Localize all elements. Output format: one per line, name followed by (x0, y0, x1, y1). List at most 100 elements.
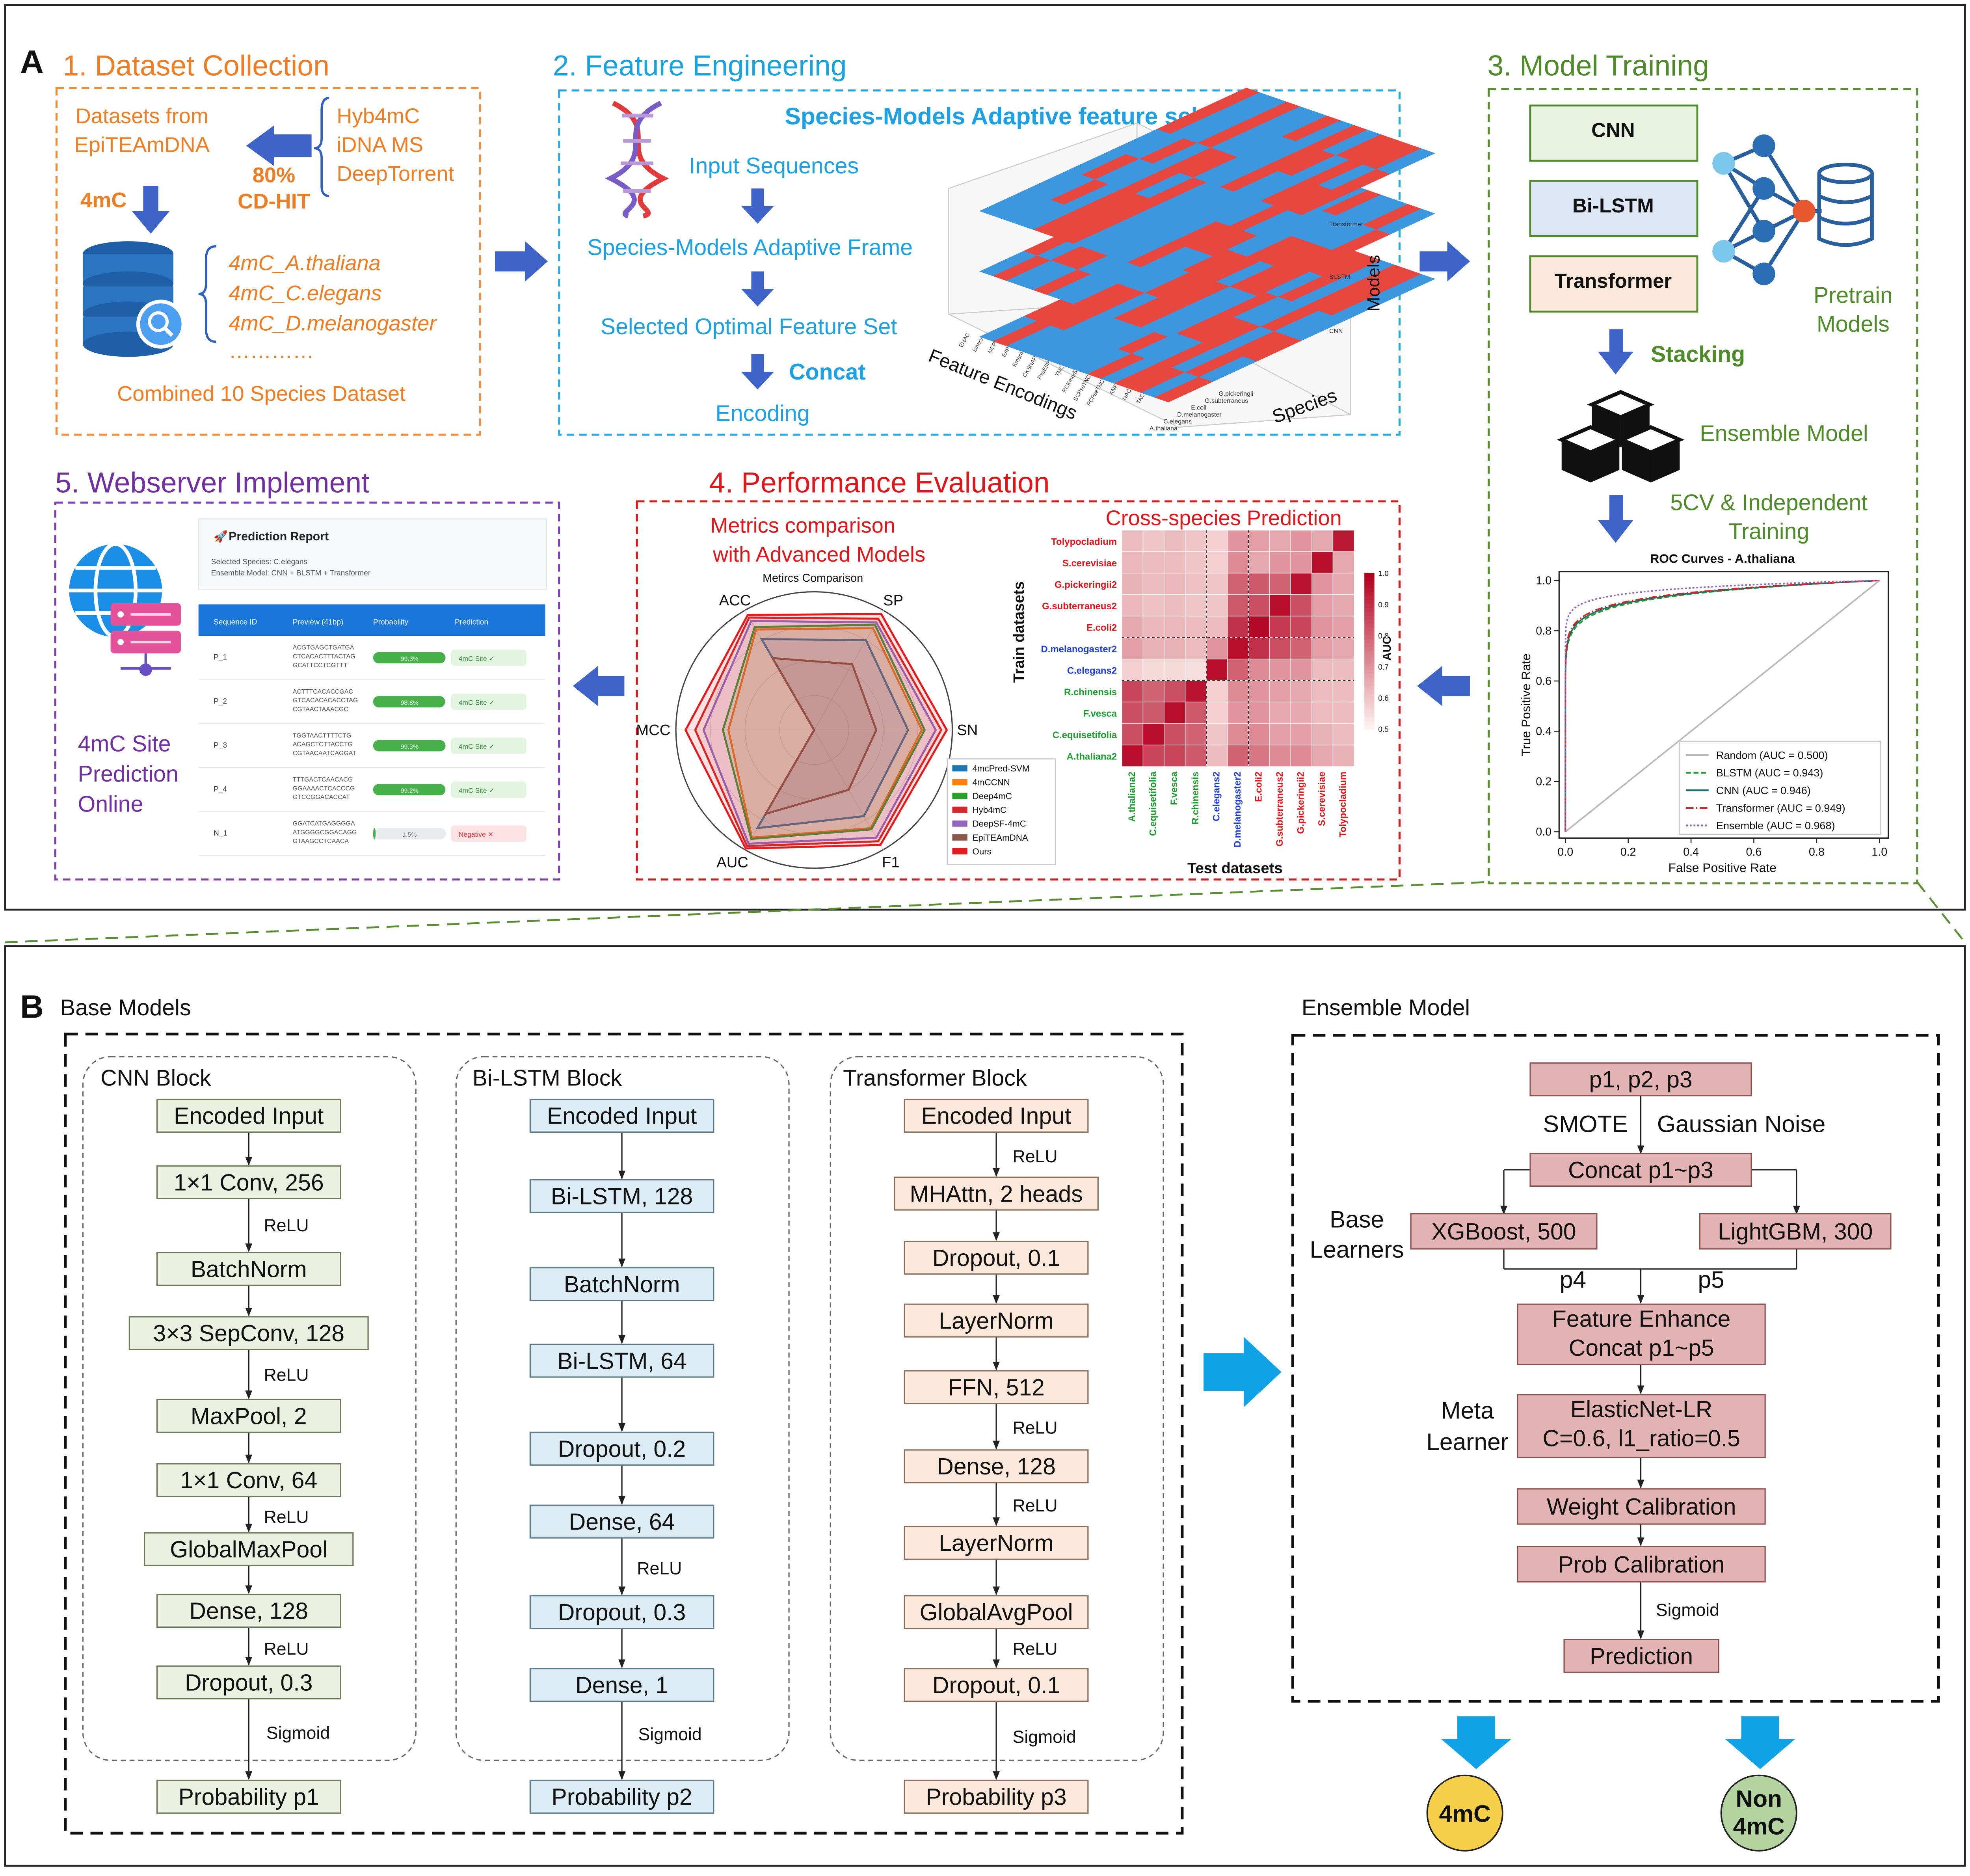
colorbar-tick: 0.9 (1378, 601, 1389, 609)
heat-ylabel: Train datasets (1010, 581, 1027, 683)
rocket-icon: 🚀 (214, 530, 228, 543)
cv-1: 5CV & Independent (1670, 490, 1868, 515)
meta-learner-1: Meta (1441, 1397, 1494, 1424)
heat-cell (1269, 702, 1291, 724)
radar-axis-label: F1 (882, 854, 900, 871)
radar-legend-swatch (952, 793, 967, 799)
ensemble-node (1517, 1394, 1766, 1458)
merge-arrow (246, 125, 312, 166)
colorbar-segment (1364, 659, 1375, 663)
aug-smote: SMOTE (1543, 1110, 1628, 1137)
radar-axis-label: SP (883, 592, 903, 609)
training-transformer-label: Transformer (1555, 270, 1672, 292)
heat-cell (1185, 744, 1207, 767)
heat-cell (1332, 594, 1354, 617)
heat-cell (1122, 702, 1144, 724)
heat-col-label: D.melanogaster2 (1232, 772, 1243, 848)
cv-2: Training (1728, 519, 1809, 544)
flow-node-label: GlobalAvgPool (920, 1600, 1073, 1625)
webserver-title: 5. Webserver Implement (55, 467, 369, 499)
heat-cell (1332, 680, 1354, 703)
ensemble-box (1291, 1034, 1940, 1703)
species-tick: E.coli (1191, 404, 1206, 411)
radar-legend-swatch (952, 834, 967, 841)
pred-badge (451, 737, 526, 754)
flow-node (904, 1449, 1089, 1483)
heat-cell (1269, 616, 1291, 638)
arrow-to-non4mc (1725, 1716, 1795, 1769)
database-icon (83, 241, 186, 357)
heat-row-label: S.cerevisiae (1062, 558, 1117, 569)
row-sequence: GGAAAACTCACCCG (293, 785, 355, 792)
heat-cell (1269, 723, 1291, 746)
roc-x-tick: 1.0 (1871, 846, 1887, 858)
heat-cell (1164, 530, 1186, 552)
dataset-title: 1. Dataset Collection (63, 49, 329, 82)
output-4mc-label: 4mC (1439, 1800, 1491, 1827)
roc-y-tick: 1.0 (1536, 574, 1551, 587)
prob-text: 99.2% (401, 788, 419, 795)
colorbar-segment (1364, 577, 1375, 582)
colorbar-segment (1364, 686, 1375, 690)
radar-legend-label: Deep4mC (973, 791, 1012, 801)
flow-node (156, 1165, 341, 1199)
colorbar-segment (1364, 584, 1375, 589)
flow-node-label: Probability p2 (551, 1785, 692, 1810)
colorbar-segment (1364, 573, 1375, 578)
heat-cell (1122, 723, 1144, 746)
flow-node (144, 1532, 354, 1566)
feature-arrow-3 (741, 354, 774, 390)
pretrain-2: Models (1817, 312, 1890, 337)
heat-cell (1227, 594, 1249, 617)
heat-cell (1248, 616, 1270, 638)
row-sequence: GTCACACACACCTAG (293, 697, 358, 704)
heat-cell (1332, 744, 1354, 767)
heat-cell (1332, 723, 1354, 746)
colorbar-segment (1364, 701, 1375, 706)
ensemble-model-label: Ensemble Model (1700, 421, 1868, 446)
flow-node-label: LayerNorm (939, 1308, 1054, 1334)
flow-node (904, 1779, 1089, 1814)
flow-node-label: 1×1 Conv, 64 (180, 1468, 317, 1493)
flow-node-label: Bi-LSTM, 128 (551, 1184, 693, 1210)
flow-node (529, 1779, 714, 1814)
heat-xlabel: Test datasets (1187, 860, 1283, 877)
row-id: P_2 (214, 697, 227, 705)
heat-cell (1164, 616, 1186, 638)
dataset-src-left-1: Datasets from (76, 104, 208, 128)
heat-cell (1332, 637, 1354, 660)
heat-row-label: D.melanogaster2 (1041, 644, 1117, 655)
heat-cell (1227, 616, 1249, 638)
prob-fill (373, 740, 446, 752)
ensemble-node (1517, 1546, 1766, 1583)
roc-y-tick: 0.4 (1536, 725, 1551, 738)
heat-cell (1311, 594, 1334, 617)
heat-cell (1311, 573, 1334, 595)
heat-cell (1122, 659, 1144, 681)
colorbar-segment (1364, 694, 1375, 698)
heat-cell (1269, 551, 1291, 574)
roc-y-tick: 0.0 (1536, 826, 1551, 838)
heat-cell (1290, 616, 1312, 638)
colorbar-segment (1364, 663, 1375, 667)
ensemble-node (1410, 1213, 1598, 1250)
species-1: 4mC_A.thaliana (229, 251, 381, 275)
heat-cell (1142, 594, 1165, 617)
flow-node (529, 1431, 714, 1466)
label-p4: p4 (1560, 1266, 1586, 1293)
webserver-box (54, 501, 560, 881)
ensemble-node (1529, 1062, 1752, 1096)
flow-node (904, 1241, 1089, 1275)
row-sequence: GTCCGGACACCAT (293, 794, 350, 801)
species-tick: G.pickeringii (1218, 391, 1253, 397)
stack-cell (1376, 208, 1436, 234)
heat-cell (1185, 659, 1207, 681)
radar-legend-swatch (952, 779, 967, 785)
label-4mc: 4mC (80, 188, 126, 212)
feature-step-2: Species-Models Adaptive Frame (587, 235, 913, 260)
flow-node (128, 1316, 369, 1350)
flow-node-label: LayerNorm (939, 1531, 1054, 1556)
prob-fill (373, 828, 376, 839)
radar-legend-swatch (952, 765, 967, 772)
training-title: 3. Model Training (1488, 49, 1709, 82)
